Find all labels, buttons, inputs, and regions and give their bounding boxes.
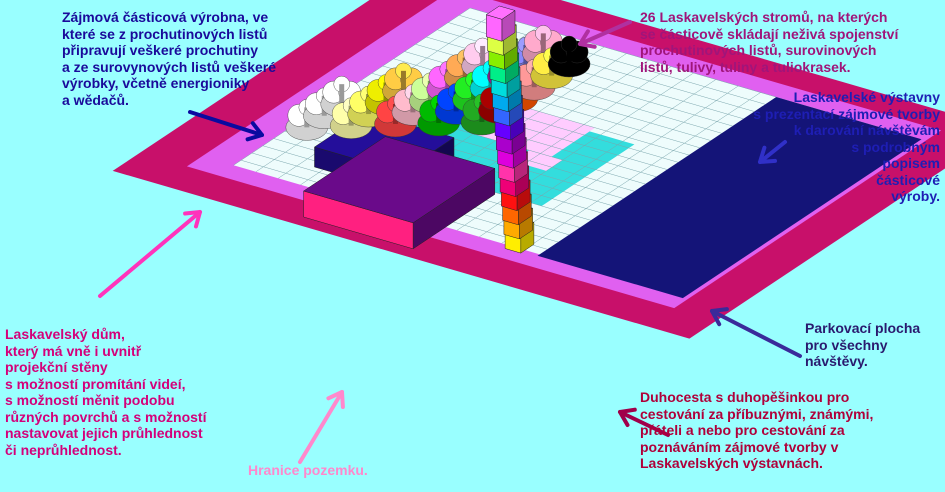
label-rainbow-road: Duhocesta s duhopěšinkou pro cestování z… [640, 389, 874, 471]
arrow-parking [710, 307, 802, 358]
arrow-factory [188, 110, 264, 142]
arrows-layer [98, 20, 802, 464]
house-building-top [303, 136, 496, 224]
label-exhibitions: Laskavelské výstavny s prezentací zájmov… [753, 89, 940, 204]
objects-layer [285, 5, 591, 254]
arrow-property-border [298, 390, 345, 464]
arrow-house [98, 210, 202, 298]
arrow-rainbow-road [618, 407, 670, 437]
label-property-border: Hranice pozemku. [248, 462, 368, 478]
label-house: Laskavelský dům, který má vně i uvnitř p… [5, 326, 207, 458]
exhibit-cube-top [485, 5, 516, 20]
label-trees: 26 Laskavelských stromů, na kterých se č… [640, 9, 899, 75]
arrow-trees [578, 20, 632, 49]
parking-lot [537, 97, 922, 299]
arrow-exhibitions [758, 140, 787, 164]
label-factory: Zájmová částicová výrobna, ve které se z… [62, 9, 276, 108]
label-parking: Parkovací plocha pro všechny návštěvy. [805, 320, 921, 369]
